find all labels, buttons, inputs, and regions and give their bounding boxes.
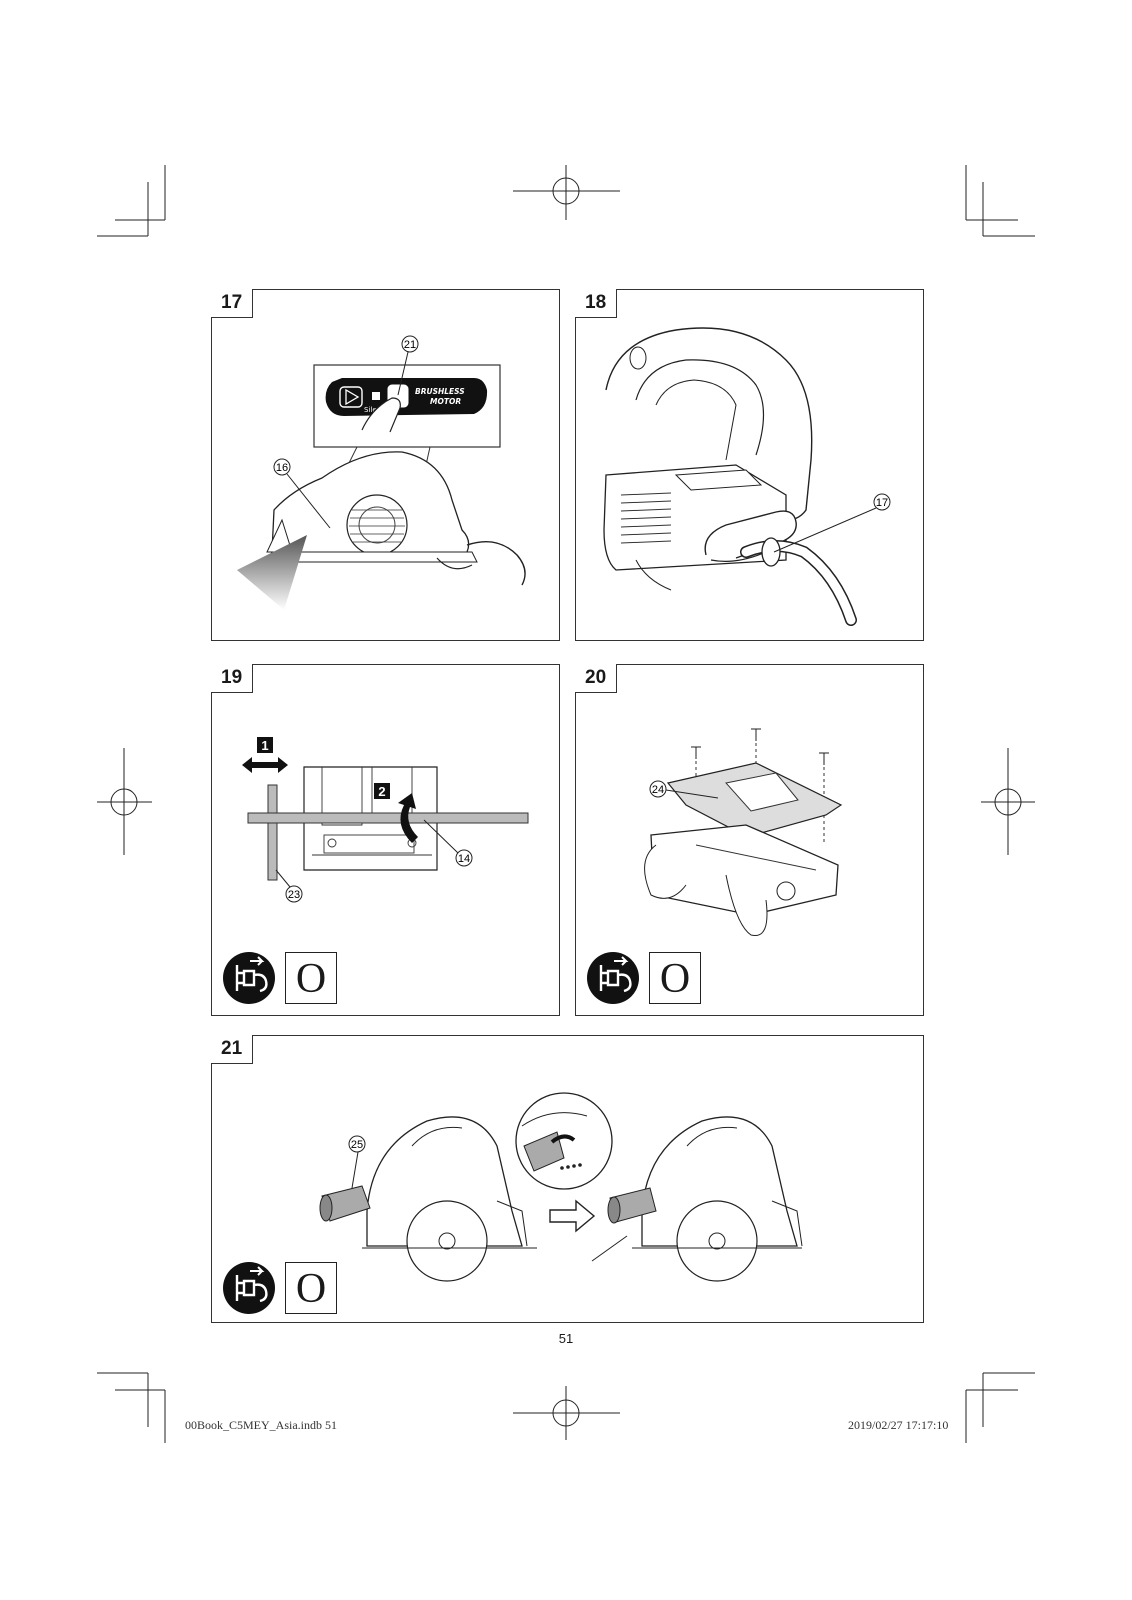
- double-arrow-icon: [242, 757, 288, 773]
- callout-25: 25: [351, 1139, 363, 1151]
- symbol-letter: O: [295, 956, 327, 1002]
- callout-17: 17: [876, 497, 888, 509]
- symbol-letter: O: [659, 956, 691, 1002]
- figure-number: 20: [575, 664, 617, 693]
- saw-before: 25: [319, 1116, 537, 1282]
- cord-hook-illustration: 17: [603, 327, 891, 626]
- symbol-letter: O: [295, 1266, 327, 1312]
- switch-panel-illustration: Silent BRUSHLESS MOTOR 21: [237, 335, 526, 610]
- svg-text:MOTOR: MOTOR: [430, 397, 461, 406]
- figure-number: 17: [211, 289, 253, 318]
- step-1: 1: [261, 738, 268, 753]
- page-number: 51: [558, 1331, 574, 1346]
- unplug-icon: [223, 1262, 275, 1314]
- wrench-illustration: 1 2 14 23: [242, 737, 529, 903]
- arrow-right-icon: [549, 1199, 596, 1233]
- unplug-icon: [587, 952, 639, 1004]
- callout-24: 24: [652, 784, 664, 796]
- step-2: 2: [378, 784, 385, 799]
- figure-number: 19: [211, 664, 253, 693]
- base-plate-illustration: 24: [644, 728, 843, 937]
- figure-17: 17 Silent BRUSHLESS MOTOR 21: [211, 289, 560, 641]
- symbol-box: O: [649, 952, 701, 1004]
- figure-20: 20 24 O: [575, 664, 924, 1016]
- callout-16: 16: [276, 462, 288, 474]
- figure-number: 18: [575, 289, 617, 318]
- dust-nozzle-illustration: 25: [319, 1092, 803, 1282]
- rotate-arrow-icon: [398, 793, 418, 843]
- figure-number: 21: [211, 1035, 253, 1064]
- symbol-box: O: [285, 952, 337, 1004]
- figure-19: 19 1 2 14 23 O: [211, 664, 560, 1016]
- footer-file: 00Book_C5MEY_Asia.indb 51: [185, 1418, 338, 1432]
- silent-label: Silent: [364, 406, 384, 414]
- figure-21: 21 25: [211, 1035, 924, 1323]
- brushless-logo: BRUSHLESS: [415, 387, 465, 396]
- unplug-icon: [223, 952, 275, 1004]
- callout-23: 23: [288, 889, 300, 901]
- detail-inset: [515, 1092, 613, 1190]
- figure-18: 18 17: [575, 289, 924, 641]
- symbol-box: O: [285, 1262, 337, 1314]
- callout-21: 21: [404, 339, 416, 351]
- saw-after: [591, 1116, 803, 1282]
- callout-14: 14: [458, 853, 470, 865]
- footer-timestamp: 2019/02/27 17:17:10: [848, 1418, 949, 1432]
